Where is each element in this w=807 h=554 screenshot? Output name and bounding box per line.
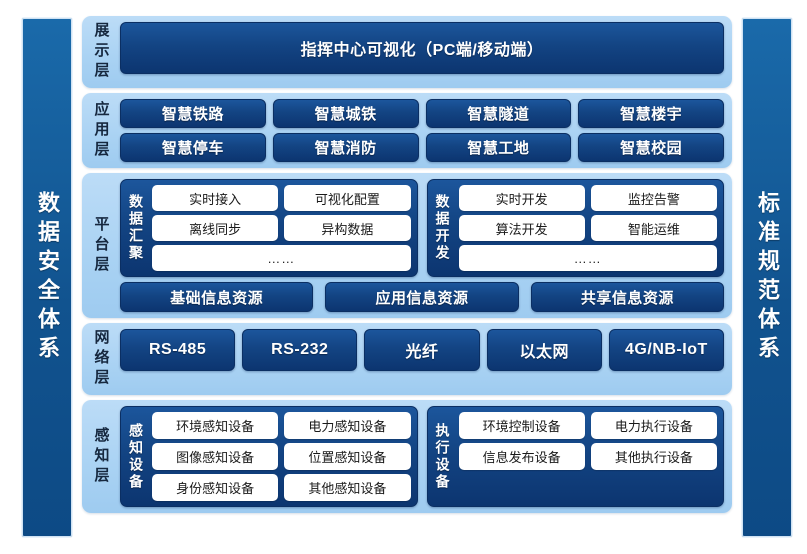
chip-heterogeneous-data[interactable]: 异构数据 (284, 215, 411, 241)
group-data-development-label-text: 数据开发 (434, 194, 451, 262)
chip-algorithm-development[interactable]: 算法开发 (458, 215, 585, 241)
group-sensing-devices-label-text: 感知设备 (128, 422, 144, 491)
chip-fiber[interactable]: 光纤 (364, 329, 480, 371)
sensing-row-2: 图像感知设备 位置感知设备 (152, 443, 411, 470)
layer-perception-body: 感知设备 环境感知设备 电力感知设备 图像感知设备 位置感知设备 (120, 406, 724, 507)
sensing-row-3: 身份感知设备 其他感知设备 (152, 474, 411, 501)
group-actuator-devices: 执行设备 环境控制设备 电力执行设备 信息发布设备 其他执行设备 (426, 406, 724, 507)
chip-environment-control[interactable]: 环境控制设备 (458, 412, 585, 439)
actuator-row-2: 信息发布设备 其他执行设备 (458, 443, 717, 470)
group-data-aggregation-label: 数据汇聚 (125, 185, 147, 271)
chip-aggregation-more[interactable]: …… (152, 245, 411, 271)
layer-application-body: 智慧铁路 智慧城铁 智慧隧道 智慧楼宇 智慧停车 智慧消防 智慧工地 智慧校园 (120, 99, 724, 162)
layer-display-body: 指挥中心可视化（PC端/移动端） (120, 22, 724, 82)
layer-platform-body: 数据汇聚 实时接入 可视化配置 离线同步 异构数据 …… (120, 179, 724, 312)
layer-network-body: RS-485 RS-232 光纤 以太网 4G/NB-IoT (120, 329, 724, 389)
chip-visual-configuration[interactable]: 可视化配置 (284, 185, 411, 211)
right-pillar-label: 标准规范体系 (755, 190, 780, 365)
chip-smart-construction[interactable]: 智慧工地 (425, 133, 572, 162)
group-data-aggregation-label-text: 数据汇聚 (128, 194, 144, 262)
right-pillar-standards: 标准规范体系 (741, 17, 793, 538)
display-row: 指挥中心可视化（PC端/移动端） (120, 22, 724, 74)
layer-display: 展示层 指挥中心可视化（PC端/移动端） (82, 16, 732, 88)
group-data-development: 数据开发 实时开发 监控告警 算法开发 智能运维 …… (426, 179, 724, 277)
layer-network-label-text: 网络层 (92, 329, 110, 389)
group-data-development-items: 实时开发 监控告警 算法开发 智能运维 …… (458, 185, 717, 271)
chip-other-actuator[interactable]: 其他执行设备 (590, 443, 717, 470)
layer-perception-label: 感知层 (88, 406, 114, 507)
group-data-aggregation-items: 实时接入 可视化配置 离线同步 异构数据 …… (152, 185, 411, 271)
chip-development-more[interactable]: …… (458, 245, 717, 271)
layer-stack: 展示层 指挥中心可视化（PC端/移动端） 应用层 智慧铁路 智慧城铁 智慧隧道 … (82, 16, 732, 540)
chip-smart-parking[interactable]: 智慧停车 (120, 133, 266, 162)
sensing-row-1: 环境感知设备 电力感知设备 (152, 412, 411, 439)
platform-groups: 数据汇聚 实时接入 可视化配置 离线同步 异构数据 …… (120, 179, 724, 277)
chip-4g-nb-iot[interactable]: 4G/NB-IoT (608, 329, 724, 371)
chip-rs232[interactable]: RS-232 (242, 329, 358, 371)
perception-groups: 感知设备 环境感知设备 电力感知设备 图像感知设备 位置感知设备 (120, 406, 724, 507)
chip-monitoring-alarm[interactable]: 监控告警 (590, 185, 717, 211)
development-row-1: 实时开发 监控告警 (458, 185, 717, 211)
actuator-row-1: 环境控制设备 电力执行设备 (458, 412, 717, 439)
chip-smart-firefighting[interactable]: 智慧消防 (272, 133, 419, 162)
layer-application: 应用层 智慧铁路 智慧城铁 智慧隧道 智慧楼宇 智慧停车 智慧消防 智慧工地 智… (82, 93, 732, 168)
network-row: RS-485 RS-232 光纤 以太网 4G/NB-IoT (120, 329, 724, 371)
chip-image-sensing[interactable]: 图像感知设备 (152, 443, 279, 470)
left-pillar-data-security: 数据安全体系 (21, 17, 73, 538)
chip-position-sensing[interactable]: 位置感知设备 (284, 443, 411, 470)
aggregation-row-2: 离线同步 异构数据 (152, 215, 411, 241)
chip-command-center-visualization[interactable]: 指挥中心可视化（PC端/移动端） (120, 22, 724, 74)
chip-ethernet[interactable]: 以太网 (486, 329, 602, 371)
group-data-development-label: 数据开发 (432, 185, 454, 271)
chip-smart-building[interactable]: 智慧楼宇 (578, 99, 724, 128)
layer-application-label-text: 应用层 (92, 100, 110, 161)
chip-other-sensing[interactable]: 其他感知设备 (284, 474, 411, 501)
chip-basic-info-resource[interactable]: 基础信息资源 (120, 282, 314, 312)
left-pillar-label: 数据安全体系 (35, 190, 60, 365)
chip-smart-railway[interactable]: 智慧铁路 (120, 99, 266, 128)
group-data-aggregation: 数据汇聚 实时接入 可视化配置 离线同步 异构数据 …… (120, 179, 418, 277)
group-actuator-devices-label: 执行设备 (432, 412, 454, 501)
layer-network-label: 网络层 (88, 329, 114, 389)
chip-application-info-resource[interactable]: 应用信息资源 (325, 282, 519, 312)
chip-rs485[interactable]: RS-485 (120, 329, 236, 371)
layer-platform: 平台层 数据汇聚 实时接入 可视化配置 (82, 173, 732, 318)
chip-power-actuator[interactable]: 电力执行设备 (590, 412, 717, 439)
chip-environment-sensing[interactable]: 环境感知设备 (152, 412, 279, 439)
layer-perception: 感知层 感知设备 环境感知设备 电力感知设备 (82, 400, 732, 513)
chip-identity-sensing[interactable]: 身份感知设备 (152, 474, 279, 501)
group-actuator-devices-label-text: 执行设备 (434, 422, 451, 491)
chip-intelligent-ops[interactable]: 智能运维 (590, 215, 717, 241)
layer-display-label-text: 展示层 (92, 22, 110, 82)
layer-network: 网络层 RS-485 RS-232 光纤 以太网 4G/NB-IoT (82, 323, 732, 395)
development-row-2: 算法开发 智能运维 (458, 215, 717, 241)
application-grid: 智慧铁路 智慧城铁 智慧隧道 智慧楼宇 智慧停车 智慧消防 智慧工地 智慧校园 (120, 99, 724, 162)
platform-resources-row: 基础信息资源 应用信息资源 共享信息资源 (120, 282, 724, 312)
aggregation-row-1: 实时接入 可视化配置 (152, 185, 411, 211)
chip-shared-info-resource[interactable]: 共享信息资源 (530, 282, 724, 312)
chip-smart-tunnel[interactable]: 智慧隧道 (425, 99, 572, 128)
chip-offline-sync[interactable]: 离线同步 (152, 215, 279, 241)
chip-smart-urban-rail[interactable]: 智慧城铁 (272, 99, 419, 128)
group-sensing-devices-label: 感知设备 (125, 412, 147, 501)
group-sensing-devices: 感知设备 环境感知设备 电力感知设备 图像感知设备 位置感知设备 (120, 406, 418, 507)
layer-application-label: 应用层 (88, 99, 114, 162)
layer-platform-label: 平台层 (88, 179, 114, 312)
group-sensing-devices-items: 环境感知设备 电力感知设备 图像感知设备 位置感知设备 身份感知设备 其他感知设… (152, 412, 411, 501)
layer-display-label: 展示层 (88, 22, 114, 82)
layer-platform-label-text: 平台层 (92, 215, 110, 276)
chip-realtime-development[interactable]: 实时开发 (458, 185, 585, 211)
chip-power-sensing[interactable]: 电力感知设备 (284, 412, 411, 439)
layer-perception-label-text: 感知层 (92, 426, 110, 487)
chip-info-publishing[interactable]: 信息发布设备 (458, 443, 585, 470)
chip-smart-campus[interactable]: 智慧校园 (578, 133, 724, 162)
chip-realtime-ingest[interactable]: 实时接入 (152, 185, 279, 211)
group-actuator-devices-items: 环境控制设备 电力执行设备 信息发布设备 其他执行设备 (458, 412, 717, 501)
